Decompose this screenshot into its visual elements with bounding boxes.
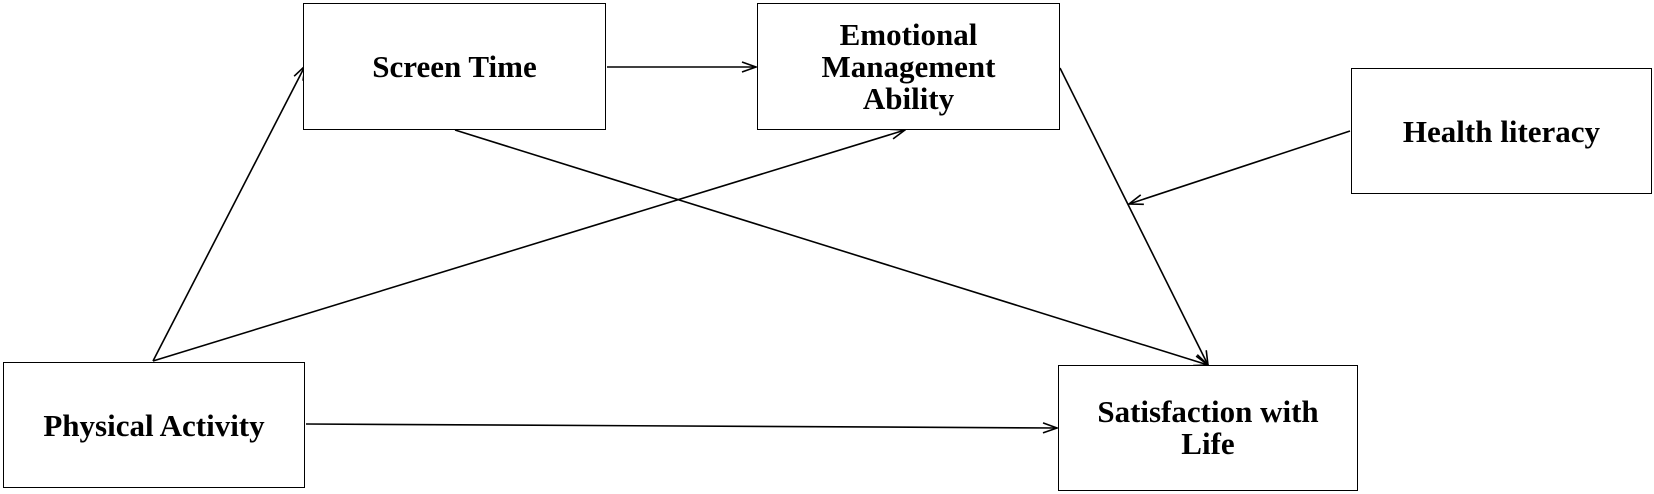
arrow-emotional-to-satisfaction [1059,67,1208,365]
screen-time-box: Screen Time [303,3,606,130]
arrow-health-literacy-moderation [1129,130,1351,204]
emotional-management-label: Emotional Management Ability [821,16,996,116]
physical-activity-box: Physical Activity [3,362,305,488]
arrow-physical-to-emotional [152,130,905,362]
arrow-physical-to-screen-time [152,66,305,362]
physical-activity-label: Physical Activity [43,407,265,443]
health-literacy-label: Health literacy [1402,113,1601,149]
health-literacy-box: Health literacy [1351,68,1652,194]
satisfaction-with-life-box: Satisfaction with Life [1058,365,1358,491]
screen-time-label: Screen Time [372,49,537,84]
satisfaction-with-life-label: Satisfaction with Life [1097,394,1319,461]
arrow-screen-time-to-satisfaction [454,129,1208,365]
emotional-management-box: Emotional Management Ability [757,3,1060,130]
arrow-physical-to-satisfaction [305,424,1057,428]
